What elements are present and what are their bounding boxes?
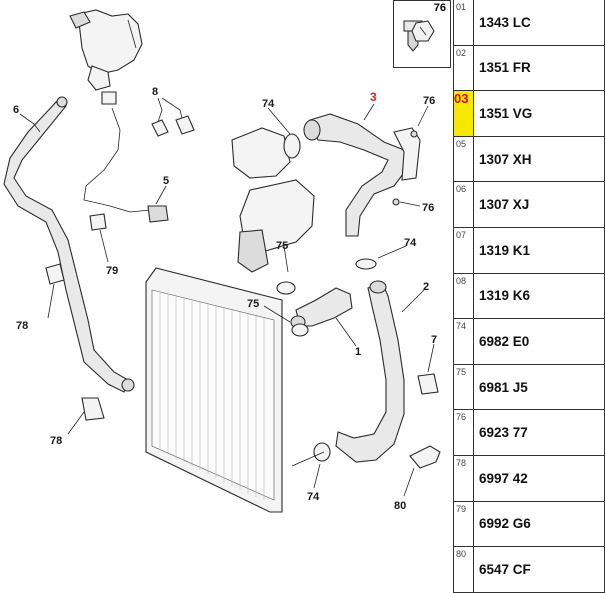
callout-80: 80: [394, 500, 406, 512]
part-code: 6981 J5: [479, 379, 528, 395]
hose-2: [335, 280, 405, 463]
part-code: 1351 VG: [479, 105, 533, 121]
callout-74-top: 74: [262, 98, 275, 110]
callout-74-right: 74: [404, 237, 417, 249]
part-row[interactable]: 01 1343 LC: [454, 0, 604, 46]
callout-75-top: 75: [276, 240, 288, 252]
callout-7: 7: [431, 334, 437, 346]
part-row[interactable]: 79 6992 G6: [454, 501, 604, 548]
screw-76-lower: [392, 198, 400, 206]
clamp-75-lower: [291, 323, 309, 337]
callout-78-bottom: 78: [50, 435, 62, 447]
part-index: 79: [454, 501, 474, 547]
clamp-75-upper: [276, 281, 296, 295]
bracket-80: [409, 445, 441, 469]
hose-1: [290, 287, 353, 329]
part-code: 1319 K1: [479, 242, 531, 258]
part-index: 06: [454, 182, 474, 227]
part-row[interactable]: 76 6923 77: [454, 410, 604, 456]
clip-79: [89, 213, 107, 231]
radiator: [145, 267, 283, 513]
bracket-78-lower: [81, 397, 105, 421]
part-row[interactable]: 08 1319 K6: [454, 273, 604, 320]
clamp-74-lower: [313, 442, 331, 462]
part-code: 6992 G6: [479, 516, 531, 532]
callout-76-mid: 76: [422, 202, 434, 214]
part-row[interactable]: 02 1351 FR: [454, 45, 604, 92]
thumbnail-label: 76: [433, 2, 446, 14]
part-row[interactable]: 06 1307 XJ: [454, 182, 604, 228]
exploded-parts-diagram: 3 74 76 6 8 5 76 79 75 74 2 78 75 1 7 78…: [3, 9, 441, 513]
callout-74-bottom: 74: [307, 491, 320, 503]
part-index: 07: [454, 227, 474, 273]
clips-8: [151, 115, 195, 137]
clamp-74-right: [355, 258, 377, 270]
callout-79: 79: [106, 265, 118, 277]
part-index: 75: [454, 364, 474, 410]
part-index: 80: [454, 547, 474, 592]
bracket-78-upper: [45, 263, 65, 285]
hose-3: [303, 113, 421, 237]
part-code: 1351 FR: [479, 60, 531, 76]
part-row[interactable]: 05 1307 XH: [454, 136, 604, 183]
part-code: 6997 42: [479, 470, 528, 486]
part-index: 78: [454, 455, 474, 501]
callout-8: 8: [152, 86, 158, 98]
callout-78-top: 78: [16, 320, 28, 332]
part-code: 1319 K6: [479, 288, 531, 304]
callout-75-mid: 75: [247, 298, 259, 310]
part-row[interactable]: 78 6997 42: [454, 455, 604, 502]
screw-icon: [403, 20, 435, 52]
sensor-wire-5: [83, 91, 169, 223]
leader-lines: [19, 97, 435, 497]
thermostat-housing: [231, 127, 315, 273]
part-index: 08: [454, 273, 474, 319]
part-index: 74: [454, 319, 474, 364]
callout-3: 3: [370, 90, 377, 104]
callout-76-top: 76: [423, 95, 435, 107]
clamp-74-upper: [283, 133, 301, 159]
part-code: 1307 XH: [479, 151, 532, 167]
callout-6: 6: [13, 104, 19, 116]
part-code: 6982 E0: [479, 333, 530, 349]
part-index: 02: [454, 45, 474, 91]
part-row[interactable]: 03 1351 VG: [454, 91, 604, 137]
callout-5: 5: [163, 175, 169, 187]
screw-76-upper: [410, 130, 418, 138]
hose-6: [3, 96, 135, 393]
part-code: 1307 XJ: [479, 197, 530, 213]
part-index: 76: [454, 410, 474, 455]
callout-1: 1: [355, 346, 361, 358]
bracket-7: [417, 373, 439, 395]
part-index: 03: [454, 91, 474, 136]
part-code: 6923 77: [479, 425, 528, 441]
part-code: 1343 LC: [479, 14, 531, 30]
part-index: 01: [454, 0, 474, 45]
part-row[interactable]: 80 6547 CF: [454, 547, 604, 593]
expansion-tank: [69, 9, 143, 91]
part-76-thumbnail: 76: [393, 0, 451, 68]
part-row[interactable]: 74 6982 E0: [454, 319, 604, 365]
callout-2: 2: [423, 281, 429, 293]
part-row[interactable]: 75 6981 J5: [454, 364, 604, 411]
part-index: 05: [454, 136, 474, 182]
part-row[interactable]: 07 1319 K1: [454, 227, 604, 274]
parts-reference-table: 01 1343 LC 02 1351 FR 03 1351 VG 05 1307 XH 06 13…: [453, 0, 605, 593]
part-code: 6547 CF: [479, 561, 531, 577]
